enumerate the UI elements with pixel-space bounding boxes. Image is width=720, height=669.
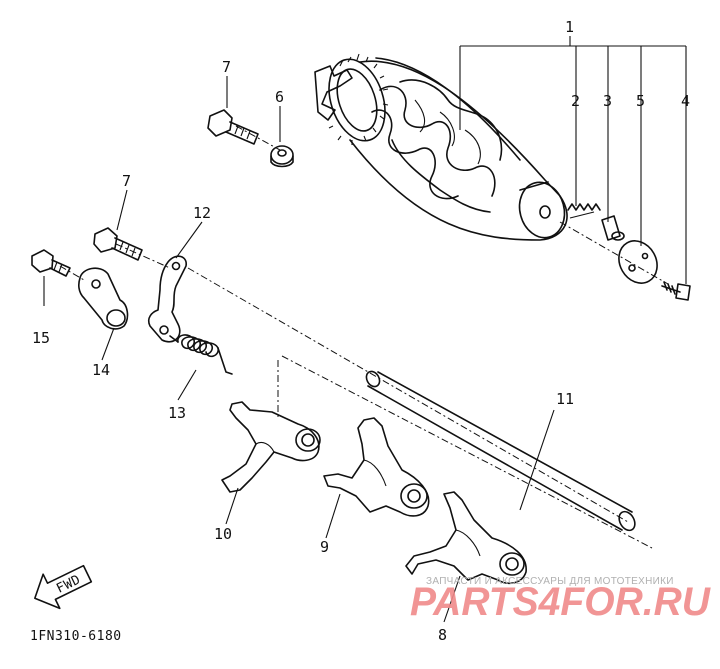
shift-fork-9 — [323, 417, 430, 517]
watermark-brand: PARTS4FOR.RU — [410, 580, 711, 624]
screw-4 — [661, 281, 691, 301]
callout-3: 3 — [603, 92, 612, 110]
shift-lever-14 — [78, 267, 129, 330]
callout-7-upper: 7 — [222, 58, 231, 76]
callout-4: 4 — [681, 92, 690, 110]
bolt-15 — [31, 249, 71, 277]
callout-7-left: 7 — [122, 172, 131, 190]
detent-pin-3 — [601, 215, 625, 241]
stopper-lever-12 — [147, 255, 187, 343]
watermark-tagline: ЗАПЧАСТИ И АКСЕССУАРЫ ДЛЯ МОТОТЕХНИКИ — [426, 576, 674, 587]
callout-6: 6 — [275, 88, 284, 106]
callout-13: 13 — [168, 404, 186, 422]
segment-plate-5 — [618, 240, 658, 284]
bolt-7-upper — [207, 109, 259, 145]
guide-bar-11 — [365, 370, 636, 532]
fwd-arrow: FWD — [34, 564, 93, 610]
shift-fork-10 — [221, 401, 321, 493]
callout-5: 5 — [636, 92, 645, 110]
callout-12: 12 — [193, 204, 211, 222]
detent-spring-2 — [567, 203, 601, 219]
diagram-code: 1FN310-6180 — [30, 629, 122, 644]
leader-lines — [43, 36, 687, 623]
torsion-spring-13 — [169, 334, 233, 375]
callout-1: 1 — [565, 18, 574, 36]
callout-2: 2 — [571, 92, 580, 110]
watermark: ЗАПЧАСТИ И АКСЕССУАРЫ ДЛЯ МОТОТЕХНИКИ PA… — [410, 576, 711, 624]
callout-labels: 1 2 3 5 4 6 7 7 12 15 14 13 11 10 9 8 — [32, 18, 690, 644]
callout-11: 11 — [556, 390, 574, 408]
callout-15: 15 — [32, 329, 50, 347]
axis-lines — [59, 125, 669, 549]
callout-9: 9 — [320, 538, 329, 556]
shift-drum — [314, 53, 568, 241]
shift-fork-8 — [405, 491, 527, 585]
callout-8: 8 — [438, 626, 447, 644]
bolt-7-left — [93, 227, 143, 261]
callout-14: 14 — [92, 361, 110, 379]
washer-6 — [270, 145, 294, 168]
callout-10: 10 — [214, 525, 232, 543]
